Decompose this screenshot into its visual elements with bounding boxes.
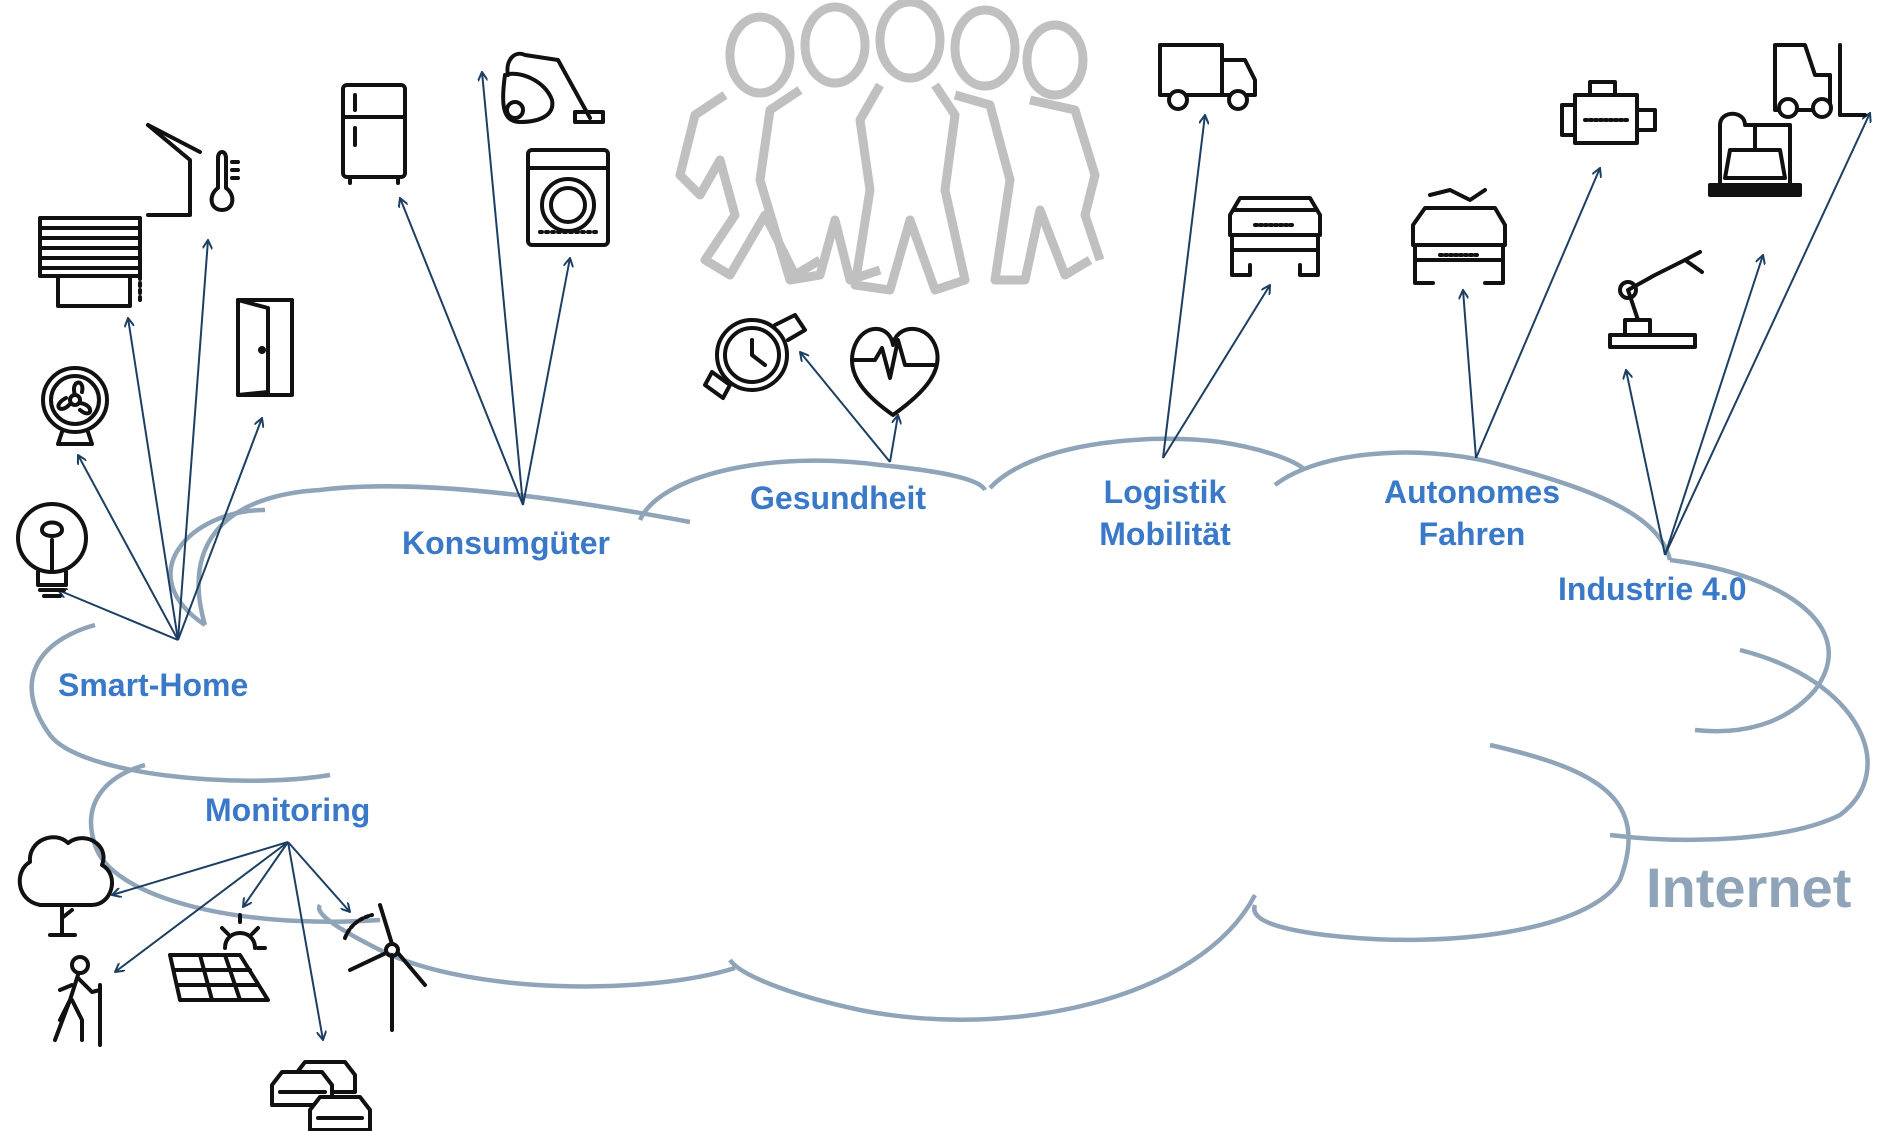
arrow-logistik-car — [1162, 285, 1270, 459]
arrow-monitor-solar — [243, 841, 289, 907]
robot-arm-icon — [1608, 250, 1704, 349]
connection-arrows — [58, 72, 1870, 1040]
internet-label: Internet — [1646, 856, 1852, 919]
tree-icon — [17, 835, 114, 937]
arrow-health-watch — [800, 352, 891, 463]
vacuum-cleaner-icon — [501, 51, 605, 124]
label-autonomes-fahren: Autonomes Fahren — [1384, 474, 1560, 552]
traffic-jam-icon — [270, 1060, 372, 1131]
3d-printer-icon — [1708, 111, 1802, 197]
arrow-konsum-fridge — [400, 198, 524, 506]
arrow-logistik-truck — [1162, 115, 1205, 459]
car-service-icon — [1411, 188, 1507, 285]
label-logistik-mobilitaet: Logistik Mobilität — [1099, 474, 1231, 552]
arrow-smarthome-bulb — [58, 590, 179, 641]
arrow-smarthome-blinds — [128, 318, 179, 641]
blinds-icon — [38, 216, 142, 308]
label-konsumgueter: Konsumgüter — [402, 525, 610, 561]
arrow-monitor-wind — [287, 841, 350, 912]
arrow-auto-car — [1463, 290, 1477, 459]
truck-icon — [1158, 43, 1257, 111]
arrow-konsum-washer — [522, 258, 570, 506]
lightbulb-icon — [16, 502, 88, 598]
house-roof-icon — [146, 123, 202, 217]
washing-machine-icon — [526, 148, 610, 247]
fan-icon — [41, 366, 109, 446]
internet-cloud — [29, 436, 1870, 1022]
refrigerator-icon — [341, 83, 407, 185]
wind-turbine-icon — [343, 903, 427, 1032]
arrow-industrie-printer — [1664, 255, 1763, 556]
arrow-monitor-hiker — [115, 841, 289, 972]
thermometer-icon — [209, 150, 240, 212]
car-icon — [1228, 196, 1322, 277]
arrow-industrie-forklift — [1664, 113, 1870, 556]
label-monitoring: Monitoring — [205, 792, 371, 828]
arrow-industrie-robot — [1626, 370, 1666, 556]
arrow-auto-engine — [1475, 168, 1600, 459]
label-smart-home: Smart-Home — [58, 667, 249, 703]
smartwatch-icon — [703, 313, 807, 400]
people-group-illustration — [675, 0, 1105, 295]
solar-panel-icon — [168, 913, 270, 1002]
engine-icon — [1560, 80, 1657, 145]
arrow-konsum-vacuum — [482, 72, 524, 506]
label-industrie: Industrie 4.0 — [1558, 571, 1747, 607]
door-icon — [236, 298, 294, 397]
arrow-health-heart — [889, 415, 898, 463]
label-gesundheit: Gesundheit — [750, 480, 927, 516]
heart-rate-icon — [849, 326, 940, 417]
arrow-smarthome-thermometer — [177, 240, 208, 641]
arrow-smarthome-door — [177, 418, 262, 641]
hiker-icon — [53, 955, 102, 1047]
arrow-monitor-tree — [112, 841, 289, 895]
forklift-icon — [1773, 43, 1867, 119]
arrow-smarthome-fan — [78, 455, 179, 641]
arrow-monitor-traffic — [287, 841, 323, 1040]
